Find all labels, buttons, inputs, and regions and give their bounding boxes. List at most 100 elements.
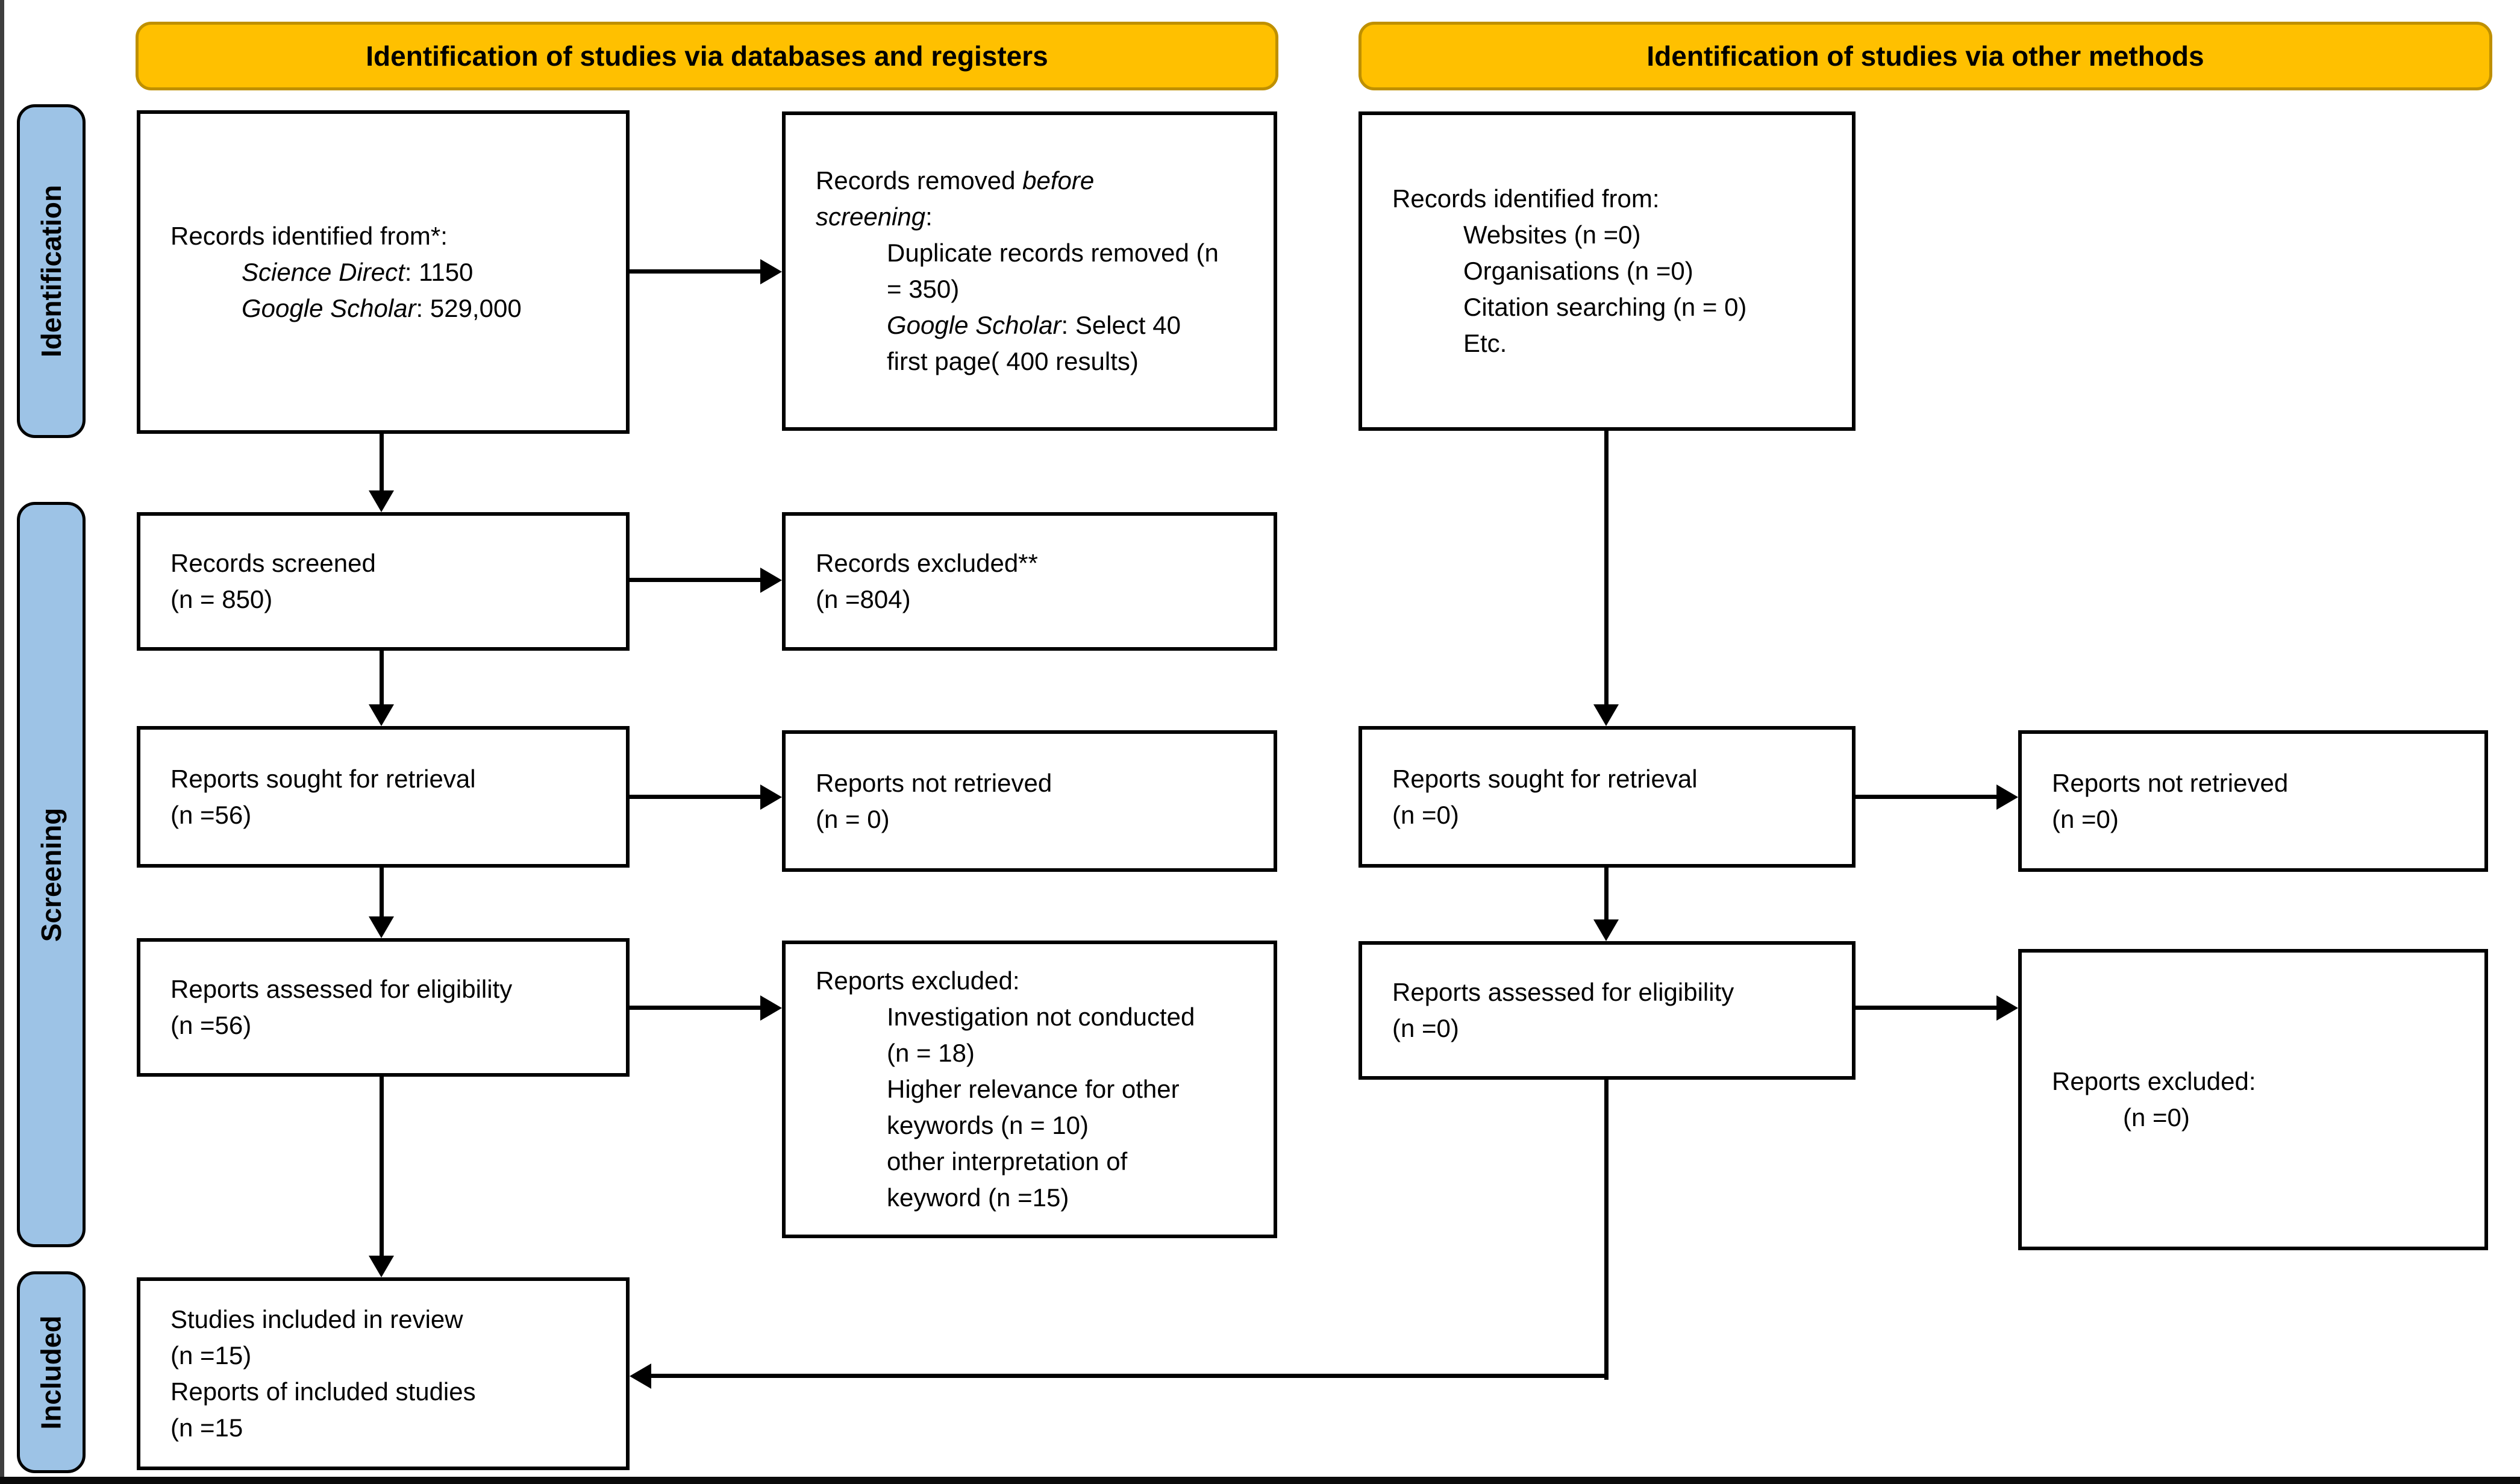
box-text-segment: (n = 0) xyxy=(816,804,890,833)
box-text-line: Records identified from*: xyxy=(170,218,611,254)
arrow-sought-to-assessed-line xyxy=(380,868,384,918)
box-text-line: Studies included in review xyxy=(170,1301,611,1338)
box-text-line: (n =804) xyxy=(816,581,1259,618)
box-text-line: Duplicate records removed (n xyxy=(887,235,1259,271)
arrow-screened-to-sought-line xyxy=(380,651,384,706)
box-studies-included: Studies included in review (n =15) Reports… xyxy=(137,1277,630,1470)
box-text-line: Records excluded** xyxy=(816,545,1259,581)
box-reports-excluded-other: Reports excluded: (n =0) xyxy=(2018,949,2488,1250)
box-text-segment: (n = 850) xyxy=(170,585,273,613)
banner-databases-label: Identification of studies via databases … xyxy=(366,40,1048,72)
box-text-line: (n =0) xyxy=(1392,1010,1837,1047)
box-text-segment: Websites (n =0) xyxy=(1463,221,1641,249)
box-text-segment: Reports not retrieved xyxy=(2052,768,2289,797)
sidebar-screening-label: Screening xyxy=(36,807,67,942)
box-text-segment: (n =15) xyxy=(170,1341,252,1370)
box-text-line: (n = 850) xyxy=(170,581,611,618)
box-text-segment: Records identified from*: xyxy=(170,221,448,250)
box-text-line: Google Scholar: 529,000 xyxy=(242,290,611,327)
arrow-identified-to-removed-line xyxy=(630,269,763,274)
banner-other-methods: Identification of studies via other meth… xyxy=(1358,22,2492,90)
arrow-other-assessed-to-excluded-head xyxy=(1996,995,2018,1021)
arrow-other-assessed-to-included-line xyxy=(650,1374,1609,1378)
box-text-segment: = 350) xyxy=(887,275,960,303)
box-text-segment: (n =15 xyxy=(170,1414,243,1442)
arrow-assessed-to-excluded-line xyxy=(630,1006,763,1010)
box-reports-sought-other: Reports sought for retrieval (n =0) xyxy=(1358,726,1856,868)
arrow-screened-to-excluded-head xyxy=(760,568,782,593)
box-text-line: Reports excluded: xyxy=(816,963,1259,999)
box-text-line: (n =15 xyxy=(170,1410,611,1446)
box-text-italic-segment: screening xyxy=(816,202,926,231)
box-text-segment: (n =0) xyxy=(1392,800,1459,829)
box-text-line: Reports sought for retrieval xyxy=(1392,761,1837,797)
box-text-line: first page( 400 results) xyxy=(887,343,1259,380)
box-reports-assessed-databases: Reports assessed for eligibility(n =56) xyxy=(137,938,630,1077)
arrow-sought-to-notretrieved-line xyxy=(630,795,763,799)
box-records-identified-databases: Records identified from*:Science Direct:… xyxy=(137,110,630,434)
box-text-line: (n = 18) xyxy=(887,1035,1259,1071)
box-text-line: Reports of included studies xyxy=(170,1374,611,1410)
box-text-segment: Citation searching (n = 0) xyxy=(1463,293,1747,321)
sidebar-phase-included: Included xyxy=(17,1271,86,1473)
box-text-segment: Reports sought for retrieval xyxy=(1392,764,1698,793)
box-text-segment: (n = 18) xyxy=(887,1039,975,1067)
box-text-segment: Studies included in review xyxy=(170,1305,463,1333)
box-text-segment: Records screened xyxy=(170,549,376,577)
box-text-segment: first page( 400 results) xyxy=(887,347,1139,375)
box-text-segment: other interpretation of xyxy=(887,1147,1128,1176)
page-left-border xyxy=(0,0,4,1484)
box-text-segment: keywords (n = 10) xyxy=(887,1111,1089,1139)
arrow-assessed-to-included-head xyxy=(369,1256,394,1277)
arrow-assessed-to-included-line xyxy=(380,1077,384,1257)
sidebar-phase-identification: Identification xyxy=(17,104,86,438)
box-text-line: Reports assessed for eligibility xyxy=(1392,974,1837,1010)
sidebar-phase-screening: Screening xyxy=(17,502,86,1247)
box-text-line: (n =0) xyxy=(2123,1100,2470,1136)
box-text-line: Citation searching (n = 0) xyxy=(1463,289,1837,325)
box-text-italic-segment: before xyxy=(1022,166,1095,195)
arrow-assessed-to-excluded-head xyxy=(760,995,782,1021)
box-text-line: (n =15) xyxy=(170,1338,611,1374)
box-text-line: screening: xyxy=(816,199,1259,235)
box-text-line: Etc. xyxy=(1463,325,1837,362)
box-text-italic-segment: Science Direct xyxy=(242,257,405,286)
arrow-other-sought-to-notretrieved-head xyxy=(1996,784,2018,810)
box-text-segment: Reports excluded: xyxy=(816,966,1020,995)
box-text-line: Records removed before xyxy=(816,163,1259,199)
box-text-line: Organisations (n =0) xyxy=(1463,253,1837,289)
arrow-identified-to-screened-line xyxy=(380,434,384,492)
box-text-line: (n =0) xyxy=(1392,797,1837,833)
box-text-segment: (n =56) xyxy=(170,800,252,829)
box-text-line: Reports not retrieved xyxy=(2052,765,2470,801)
box-text-line: Websites (n =0) xyxy=(1463,217,1837,253)
arrow-other-identified-to-sought-line xyxy=(1604,431,1609,707)
box-text-line: other interpretation of xyxy=(887,1144,1259,1180)
box-reports-not-retrieved-other: Reports not retrieved(n =0) xyxy=(2018,730,2488,872)
box-text-segment: Records excluded** xyxy=(816,549,1038,577)
box-text-segment: : Select 40 xyxy=(1061,311,1181,339)
box-text-line: Records screened xyxy=(170,545,611,581)
box-records-screened: Records screened (n = 850) xyxy=(137,512,630,651)
box-text-line: Higher relevance for other xyxy=(887,1071,1259,1107)
box-reports-not-retrieved-databases: Reports not retrieved (n = 0) xyxy=(782,730,1277,872)
box-text-line: Reports sought for retrieval xyxy=(170,761,611,797)
box-text-segment: Reports of included studies xyxy=(170,1377,476,1406)
box-text-segment: Organisations (n =0) xyxy=(1463,257,1693,285)
box-text-line: Reports excluded: xyxy=(2052,1063,2470,1100)
box-text-line: Investigation not conducted xyxy=(887,999,1259,1035)
arrow-other-assessed-to-included-head xyxy=(630,1363,651,1389)
box-reports-sought-databases: Reports sought for retrieval (n =56) xyxy=(137,726,630,868)
box-text-segment: (n =0) xyxy=(2123,1103,2190,1132)
box-text-line: Reports not retrieved xyxy=(816,765,1259,801)
arrow-other-sought-to-notretrieved-line xyxy=(1856,795,1999,799)
arrow-identified-to-removed-head xyxy=(760,259,782,284)
box-text-line: keyword (n =15) xyxy=(887,1180,1259,1216)
box-text-segment: Reports assessed for eligibility xyxy=(1392,978,1734,1006)
box-text-segment: Reports not retrieved xyxy=(816,768,1052,797)
page-bottom-border xyxy=(0,1477,2520,1484)
box-text-segment: Records removed xyxy=(816,166,1023,195)
box-text-segment: Investigation not conducted xyxy=(887,1003,1195,1031)
